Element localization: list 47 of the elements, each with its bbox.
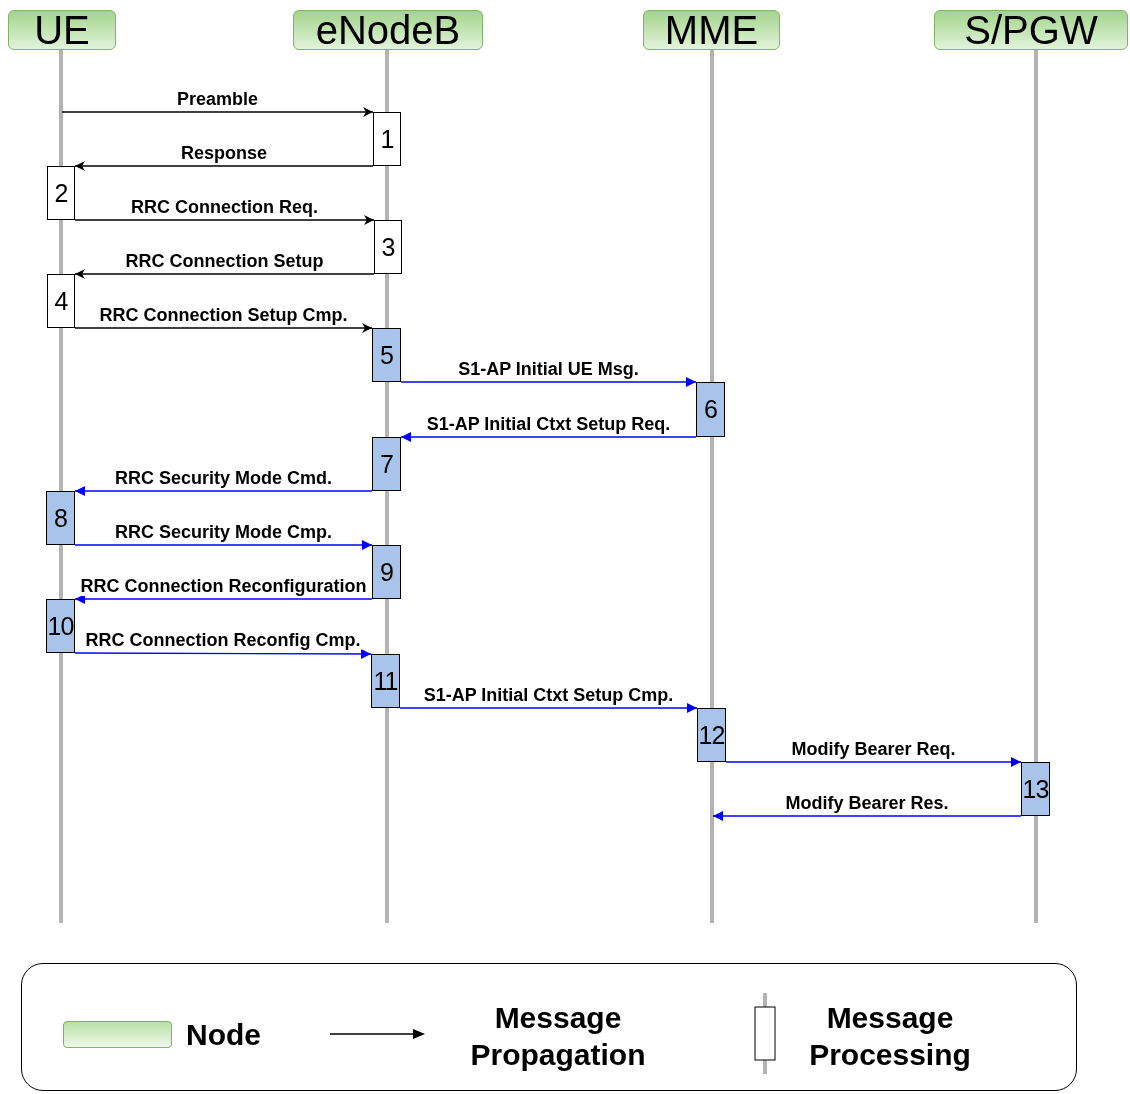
message-label: RRC Connection Setup [124, 251, 325, 271]
participant-header: eNodeB [293, 10, 483, 50]
message-label: RRC Connection Reconfiguration [79, 576, 368, 596]
activation-box: 4 [47, 274, 75, 328]
activation-box: 1 [373, 112, 401, 166]
participant-header: S/PGW [934, 10, 1128, 50]
message-arrow [74, 215, 375, 225]
message-arrow [61, 107, 374, 117]
message-arrow [712, 811, 1022, 821]
message-label: RRC Connection Setup Cmp. [98, 305, 349, 325]
message-arrow [74, 323, 373, 333]
activation-box: 10 [46, 599, 75, 653]
message-label: RRC Connection Req. [130, 197, 319, 217]
activation-box: 5 [372, 328, 401, 382]
message-arrow [74, 594, 373, 604]
message-label: Modify Bearer Req. [790, 739, 957, 759]
message-label: Modify Bearer Res. [784, 793, 950, 813]
activation-box: 11 [371, 654, 400, 708]
message-arrow [400, 432, 697, 442]
message-label: S1-AP Initial Ctxt Setup Cmp. [422, 685, 675, 705]
legend-text: Node [186, 1017, 262, 1053]
message-arrow [74, 161, 374, 171]
message-label: Response [180, 143, 268, 163]
message-label: S1-AP Initial UE Msg. [457, 359, 640, 379]
activation-box: 2 [47, 166, 75, 220]
message-label: RRC Connection Reconfig Cmp. [84, 630, 362, 650]
message-arrow [74, 540, 373, 550]
message-label: RRC Security Mode Cmp. [114, 522, 333, 542]
message-arrow [74, 269, 375, 279]
message-arrow [399, 703, 698, 713]
participant-header: MME [643, 10, 780, 50]
activation-box: 7 [372, 437, 401, 491]
activation-box: 12 [697, 708, 726, 762]
message-arrow [725, 757, 1022, 767]
message-arrow [74, 648, 372, 659]
message-label: S1-AP Initial Ctxt Setup Req. [425, 414, 672, 434]
activation-box: 6 [696, 382, 725, 437]
message-label: RRC Security Mode Cmd. [114, 468, 333, 488]
activation-box: 9 [372, 545, 401, 599]
activation-box: 3 [374, 220, 402, 274]
activation-box: 13 [1021, 762, 1050, 816]
participant-header: UE [8, 10, 116, 50]
legend-text: Message Propagation [469, 1000, 647, 1073]
message-arrow [74, 486, 373, 496]
activation-box: 8 [46, 491, 75, 545]
message-arrow [400, 377, 697, 387]
legend-text: Message Processing [808, 1000, 972, 1073]
